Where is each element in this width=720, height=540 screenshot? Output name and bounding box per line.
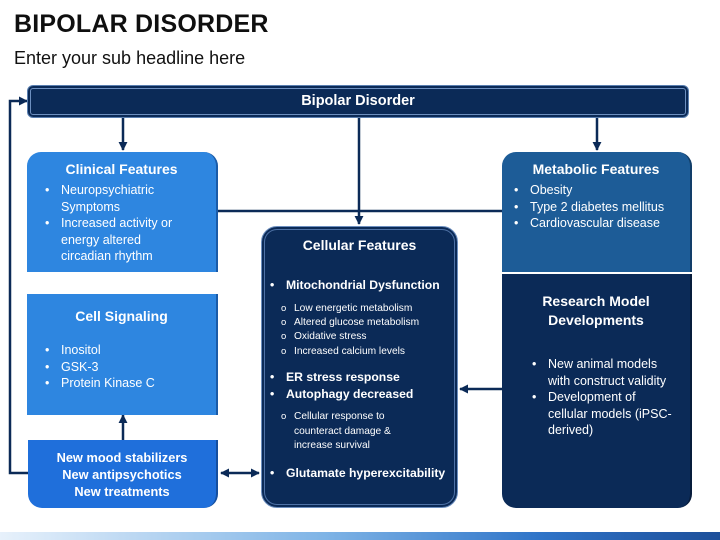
er-stress: ER stress response: [264, 369, 457, 386]
cellular-features-title: Cellular Features: [302, 237, 417, 253]
treatments-box: New mood stabilizers New antipsychotics …: [28, 440, 218, 508]
metabolic-features-title: Metabolic Features: [532, 161, 660, 177]
top-bar: Bipolar Disorder: [27, 85, 689, 118]
metabolic-item: Type 2 diabetes mellitus: [508, 199, 690, 216]
research-item: Development of cellular models (iPSC- de…: [526, 389, 673, 439]
metabolic-item: Obesity: [508, 182, 690, 199]
cell-signaling-item: Inositol: [39, 342, 216, 359]
feedback-loop: [8, 96, 28, 475]
cell-signaling-item: Protein Kinase C: [39, 375, 216, 392]
clinical-features-title: Clinical Features: [65, 161, 178, 177]
research-item: New animal models with construct validit…: [526, 356, 673, 389]
page-title: BIPOLAR DISORDER: [14, 10, 269, 38]
autophagy: Autophagy decreased: [264, 386, 457, 403]
treatment-line: New treatments: [74, 484, 170, 499]
cell-signaling-title: Cell Signaling: [75, 308, 168, 324]
metabolic-item: Cardiovascular disease: [508, 215, 690, 232]
metabolic-features-box: Metabolic Features Obesity Type 2 diabet…: [502, 152, 692, 272]
cell-signaling-box: Cell Signaling Inositol GSK-3 Protein Ki…: [27, 294, 218, 415]
mito-item: Altered glucose metabolism: [262, 316, 457, 331]
top-bar-label: Bipolar Disorder: [301, 93, 415, 109]
glutamate: Glutamate hyperexcitability: [264, 465, 457, 482]
mito-dysfunction: Mitochondrial Dysfunction: [264, 277, 457, 294]
clinical-item: Neuropsychiatric Symptoms: [39, 182, 181, 215]
research-box: Research Model Developments New animal m…: [502, 274, 692, 508]
footer-gradient-bar: [0, 532, 720, 540]
treatment-line: New antipsychotics: [62, 467, 182, 482]
mito-item: Oxidative stress: [262, 330, 457, 345]
clinical-features-box: Clinical Features Neuropsychiatric Sympt…: [27, 152, 218, 272]
treatment-line: New mood stabilizers: [56, 450, 188, 465]
cellular-features-box: Cellular Features Mitochondrial Dysfunct…: [261, 226, 458, 508]
cell-signaling-item: GSK-3: [39, 359, 216, 376]
mito-item: Increased calcium levels: [262, 345, 457, 360]
clinical-item: Increased activity or energy altered cir…: [39, 215, 191, 265]
page-subtitle: Enter your sub headline here: [14, 48, 246, 68]
research-title: Research Model Developments: [542, 293, 650, 328]
autophagy-item: Cellular response to counteract damage &…: [262, 410, 414, 453]
mito-item: Low energetic metabolism: [262, 302, 457, 317]
